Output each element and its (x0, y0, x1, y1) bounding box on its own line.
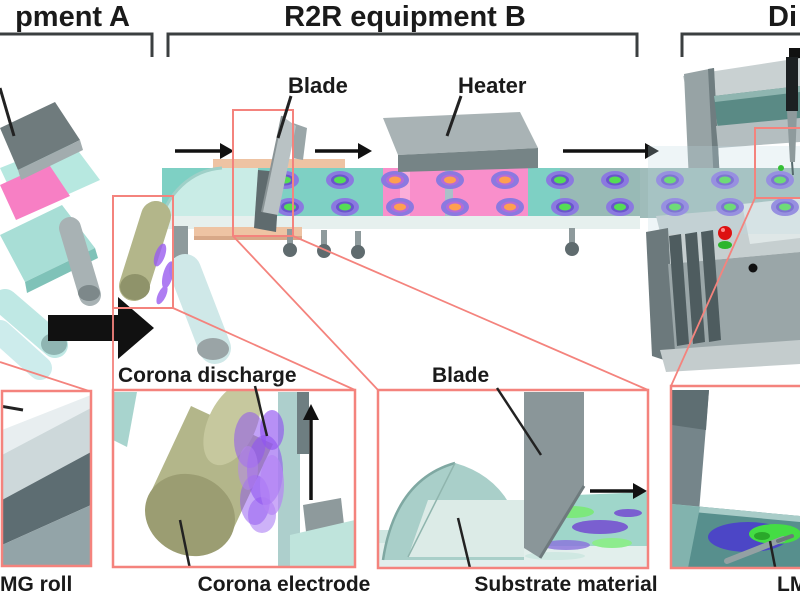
emergency-stop-button (718, 226, 732, 240)
equipment-a-3d (0, 87, 101, 380)
highlight-box-blade (232, 109, 294, 237)
arrow-right-icon-2 (315, 143, 372, 159)
panel-dot (748, 263, 758, 273)
corona-discharge-label: Corona discharge (118, 364, 297, 387)
inset-lm: LM (669, 384, 800, 596)
corona-zone-3d (119, 201, 231, 364)
dispenser-machine-front (646, 57, 800, 372)
bracket-equipment-b: R2R equipment B (166, 1, 639, 57)
bottom-rail (194, 227, 302, 238)
inset-corona: Corona discharge Corona electrode (111, 364, 371, 596)
equipment-b-label: R2R equipment B (284, 1, 526, 33)
arrow-right-icon-3 (563, 143, 659, 159)
dispenser-label: Di (768, 1, 797, 33)
highlight-box-dispense (754, 127, 800, 199)
highlight-box-corona (112, 195, 174, 309)
arrow-right-icon-1 (175, 143, 234, 159)
bracket-dispenser: Di (680, 1, 800, 63)
equipment-a-label: pment A (15, 1, 130, 33)
guard-glass (648, 146, 800, 234)
scene-labels: Blade Heater (276, 73, 527, 139)
blade-inset (524, 392, 584, 558)
dispenser-needle (778, 57, 798, 176)
heater-scene-label: Heater (458, 73, 527, 98)
clipped-label-fragment (789, 48, 800, 63)
equipment-a-pointer-line (0, 87, 16, 137)
highlight-connectors (0, 197, 756, 392)
inset-blade: Blade Substrate material (376, 364, 658, 596)
substrate-caption: Substrate material (474, 573, 657, 596)
inset-mg-roll: MG roll (0, 389, 93, 596)
blade-inset-label: Blade (432, 364, 489, 387)
process-arrow-icon (48, 297, 154, 359)
arrow-up-icon (303, 404, 319, 500)
vent-fins (669, 230, 721, 346)
lm-caption: LM (777, 573, 800, 596)
flow-arrows (175, 143, 659, 159)
nozzle-inset (724, 536, 786, 564)
corona-electrode-caption: Corona electrode (198, 573, 371, 596)
highlight-boxes (112, 109, 800, 309)
corona-sparks (153, 243, 175, 305)
arrow-right-icon-inset (590, 483, 647, 499)
casters (283, 228, 579, 259)
blade-scene-label: Blade (288, 73, 348, 98)
mg-roll-caption: MG roll (0, 573, 72, 596)
bracket-equipment-a: pment A (0, 1, 154, 57)
heater-3d (383, 112, 538, 172)
corona-discharge-glow (234, 410, 284, 533)
